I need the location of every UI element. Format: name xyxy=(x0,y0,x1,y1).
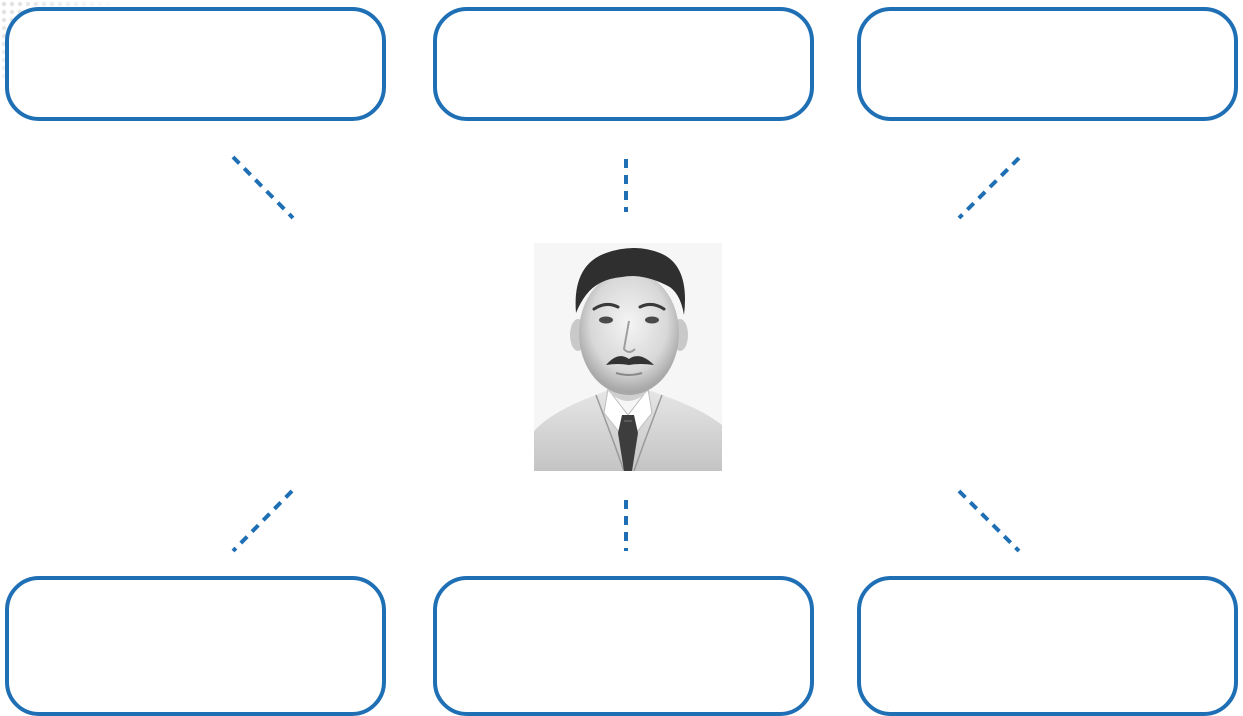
connector-top-left xyxy=(231,155,295,220)
diagram-box-top-left xyxy=(5,7,386,121)
diagram-box-top-right xyxy=(857,7,1238,121)
diagram-box-top-center xyxy=(433,7,814,121)
connector-bottom-left xyxy=(231,489,294,553)
diagram-box-bottom-right xyxy=(857,576,1238,716)
connector-top-right xyxy=(957,156,1021,220)
diagram-box-bottom-left xyxy=(5,576,386,716)
portrait-photo xyxy=(534,243,722,471)
connector-bottom-right xyxy=(957,489,1021,553)
diagram-box-bottom-center xyxy=(433,576,814,716)
